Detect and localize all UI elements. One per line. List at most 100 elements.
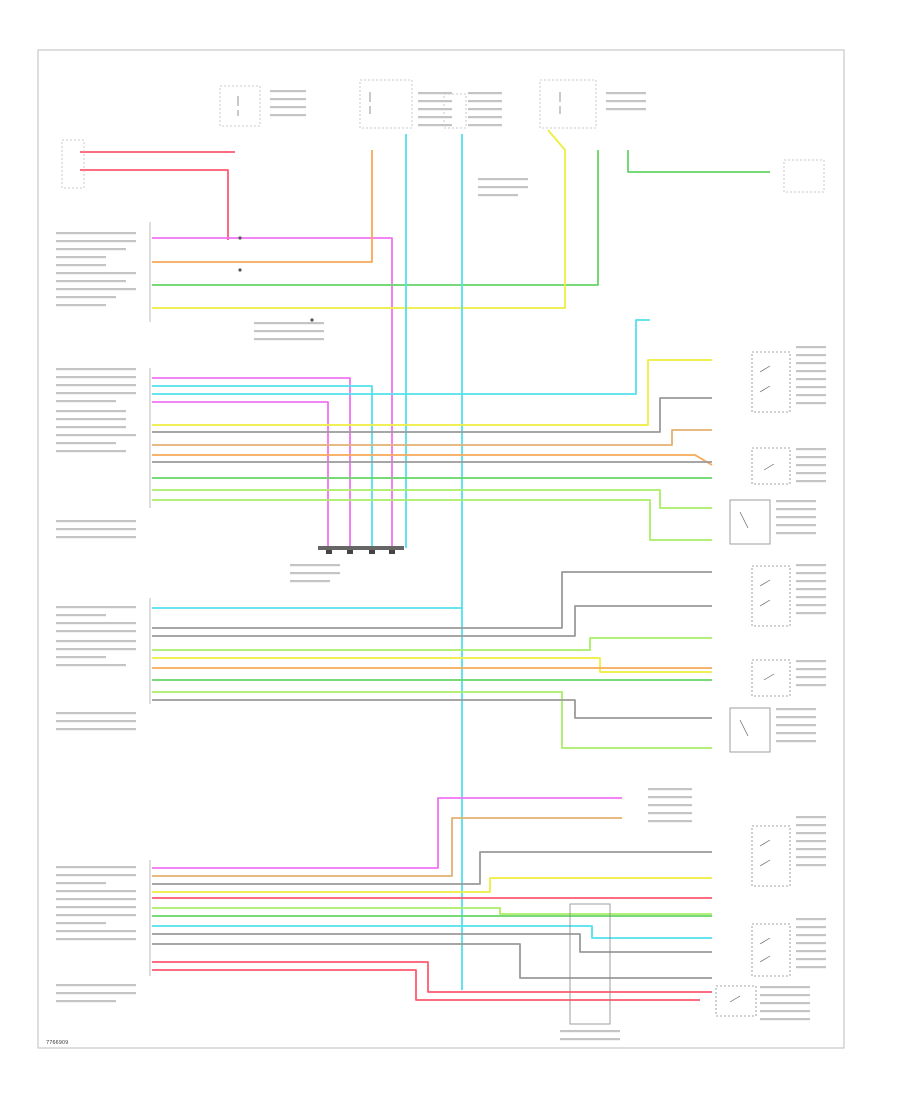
label-bar <box>56 240 136 243</box>
wire-cyan-37 <box>152 925 712 939</box>
wire-ltgreen-19 <box>152 489 712 509</box>
label-bar <box>760 994 810 997</box>
label-bar <box>56 450 126 453</box>
label-bar <box>560 1030 620 1033</box>
left-front-door-lock-switch <box>729 499 771 545</box>
label-bar <box>796 362 826 365</box>
label-bar <box>56 520 136 523</box>
label-bar <box>56 376 136 379</box>
label-bar <box>796 840 826 843</box>
label-bar <box>468 92 502 95</box>
label-bar <box>478 194 518 197</box>
label-bar <box>56 882 106 885</box>
label-bar <box>648 796 692 799</box>
label-bar <box>56 930 136 933</box>
wire-cyan-11 <box>152 319 650 395</box>
label-bar <box>776 732 816 735</box>
label-bar <box>254 338 324 341</box>
label-bar <box>56 434 136 437</box>
label-bar <box>796 402 826 405</box>
label-bar <box>270 114 306 117</box>
switch-contacts <box>729 365 775 1003</box>
label-bar <box>56 906 136 909</box>
label-bar <box>56 280 126 283</box>
wire-yellow-13 <box>152 359 712 426</box>
label-bar <box>796 660 826 663</box>
label-bar <box>776 508 816 511</box>
label-bar <box>56 248 126 251</box>
label-bar <box>56 296 116 299</box>
wire-tan-15 <box>152 429 712 446</box>
label-bar <box>776 524 816 527</box>
label-bar <box>776 708 816 711</box>
label-bar <box>648 812 692 815</box>
hot-at-all-times-fuse-2 <box>539 79 597 129</box>
splice-points <box>238 236 314 322</box>
label-bar <box>56 272 136 275</box>
label-bar <box>418 116 452 119</box>
actuator-marks <box>729 463 775 1003</box>
label-bar <box>56 866 136 869</box>
wire-pink-30 <box>152 797 622 869</box>
label-bar <box>56 648 136 651</box>
label-bar <box>560 1038 620 1041</box>
label-bar <box>418 92 452 95</box>
wire-yellow-5 <box>152 129 566 309</box>
label-bar <box>796 564 826 567</box>
label-bar <box>56 418 126 421</box>
label-bar <box>796 942 826 945</box>
label-bar <box>56 914 136 917</box>
label-bar <box>796 918 826 921</box>
connector-pin <box>389 550 395 554</box>
label-bar <box>760 1018 810 1021</box>
wire-green-4 <box>152 150 599 286</box>
wire-orange-3 <box>152 150 373 263</box>
label-bar <box>254 322 324 325</box>
label-bar <box>796 934 826 937</box>
label-bar <box>796 370 826 373</box>
label-bar <box>270 106 306 109</box>
label-bar <box>56 1000 116 1003</box>
label-bar <box>776 532 816 535</box>
label-bar <box>56 528 136 531</box>
left-front-window-switch <box>751 351 791 413</box>
label-bar <box>254 330 324 333</box>
label-bar <box>56 410 126 413</box>
label-bar <box>796 572 826 575</box>
instrument-cluster <box>783 159 825 193</box>
wire-gray-23 <box>152 605 712 637</box>
splice-dot <box>238 268 242 272</box>
label-bar <box>56 622 136 625</box>
label-bar <box>56 232 136 235</box>
wire-gray-29 <box>152 699 712 719</box>
label-bar <box>56 442 116 445</box>
hot-at-all-times-fuse-1 <box>219 85 261 127</box>
wire-ltgreen-20 <box>152 499 712 541</box>
wire-red-1 <box>80 169 229 240</box>
label-bar <box>776 516 816 519</box>
label-bar <box>468 116 502 119</box>
label-bar <box>468 100 502 103</box>
left-rear-window-switch <box>751 923 791 977</box>
label-bar <box>796 950 826 953</box>
label-bar <box>796 612 826 615</box>
label-bar <box>796 456 826 459</box>
wire-yellow-25 <box>152 657 712 673</box>
label-bar <box>56 728 136 731</box>
label-bar <box>776 716 816 719</box>
label-bar <box>56 384 136 387</box>
label-bar <box>56 400 116 403</box>
label-bar <box>468 124 502 127</box>
label-bar <box>56 938 136 941</box>
label-bar <box>418 124 452 127</box>
label-bar <box>796 354 826 357</box>
label-bar <box>56 874 136 877</box>
label-bar <box>796 472 826 475</box>
label-bar <box>56 256 106 259</box>
label-bar <box>56 392 136 395</box>
connector-pin <box>347 550 353 554</box>
label-bar <box>796 346 826 349</box>
label-bar <box>648 804 692 807</box>
label-bar <box>776 724 816 727</box>
label-bar <box>796 480 826 483</box>
